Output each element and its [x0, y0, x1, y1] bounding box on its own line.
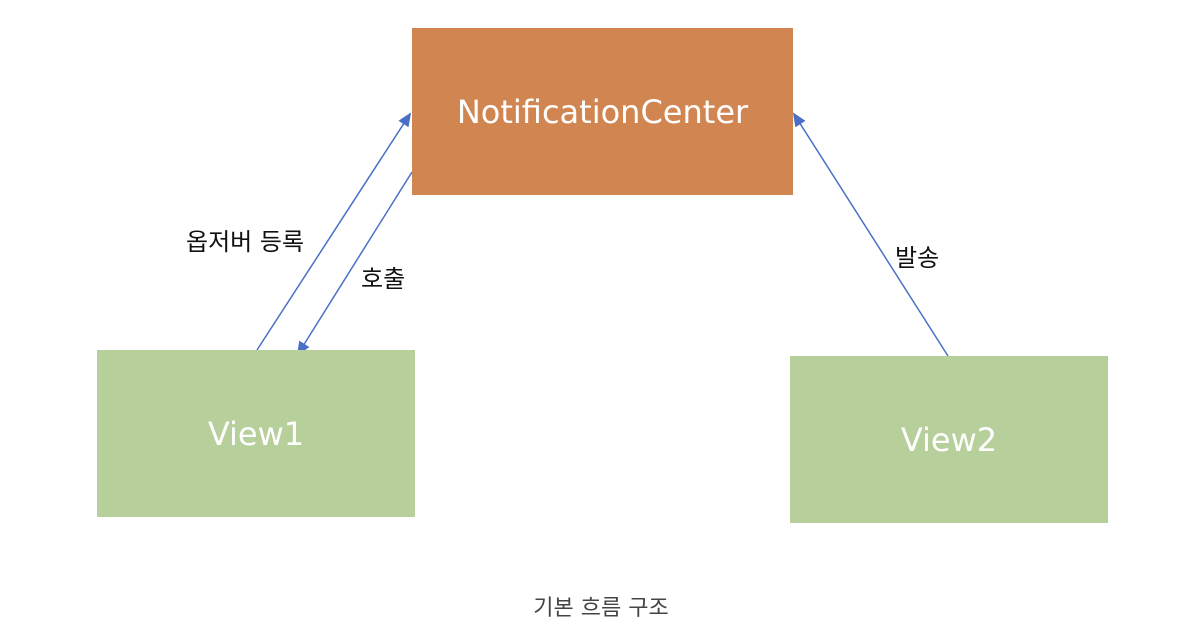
call-arrow	[296, 171, 413, 356]
view1-node: View1	[97, 350, 415, 517]
register-edge-label: 옵저버 등록	[186, 228, 305, 256]
view1-label: View1	[207, 414, 305, 453]
notification-center-node: NotificationCenter	[412, 28, 793, 195]
send-edge-label: 발송	[895, 244, 940, 272]
view2-node: View2	[790, 356, 1108, 523]
call-edge-label: 호출	[361, 265, 406, 293]
figure-caption: 기본 흐름 구조	[533, 596, 669, 621]
register-arrow	[256, 112, 412, 351]
send-arrow	[792, 112, 949, 357]
notification-center-label: NotificationCenter	[456, 92, 749, 131]
view2-label: View2	[900, 420, 998, 459]
